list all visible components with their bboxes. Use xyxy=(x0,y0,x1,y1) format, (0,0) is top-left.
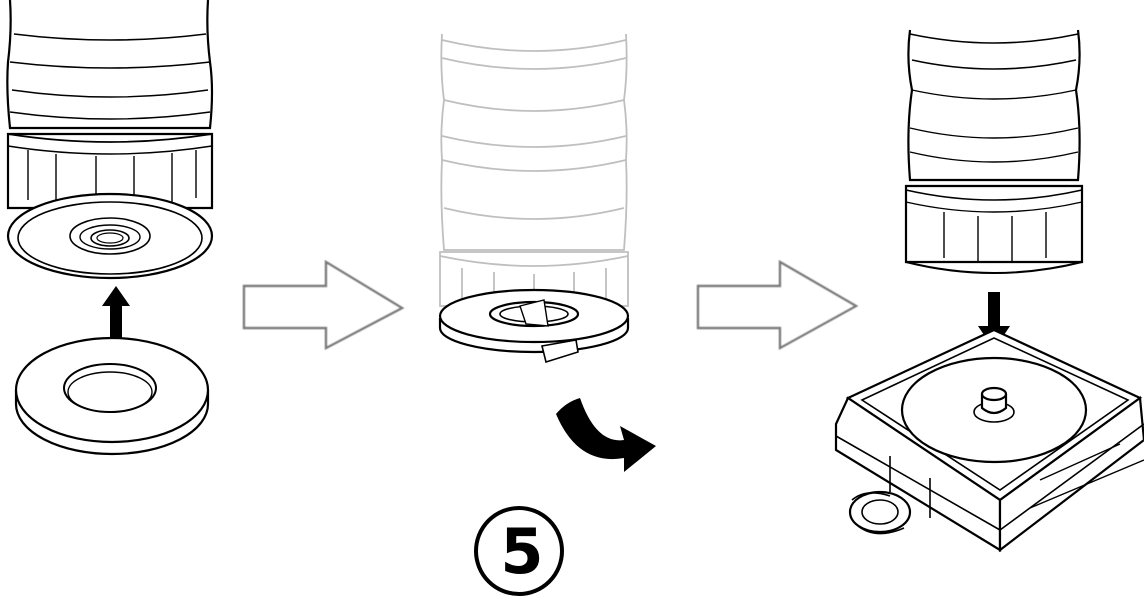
up-arrow-icon xyxy=(102,286,130,342)
curved-arrow-icon xyxy=(556,398,656,472)
step-number: 5 xyxy=(500,515,544,588)
panel-handle-and-plate xyxy=(834,29,1144,553)
panel-handle-and-washer xyxy=(6,0,214,456)
right-arrow-icon xyxy=(696,259,859,351)
quick-release-plate xyxy=(834,328,1144,553)
step-number-badge xyxy=(474,506,564,596)
panel-faded-handle xyxy=(438,33,656,472)
right-arrow-icon xyxy=(242,259,405,350)
washer xyxy=(14,336,210,456)
